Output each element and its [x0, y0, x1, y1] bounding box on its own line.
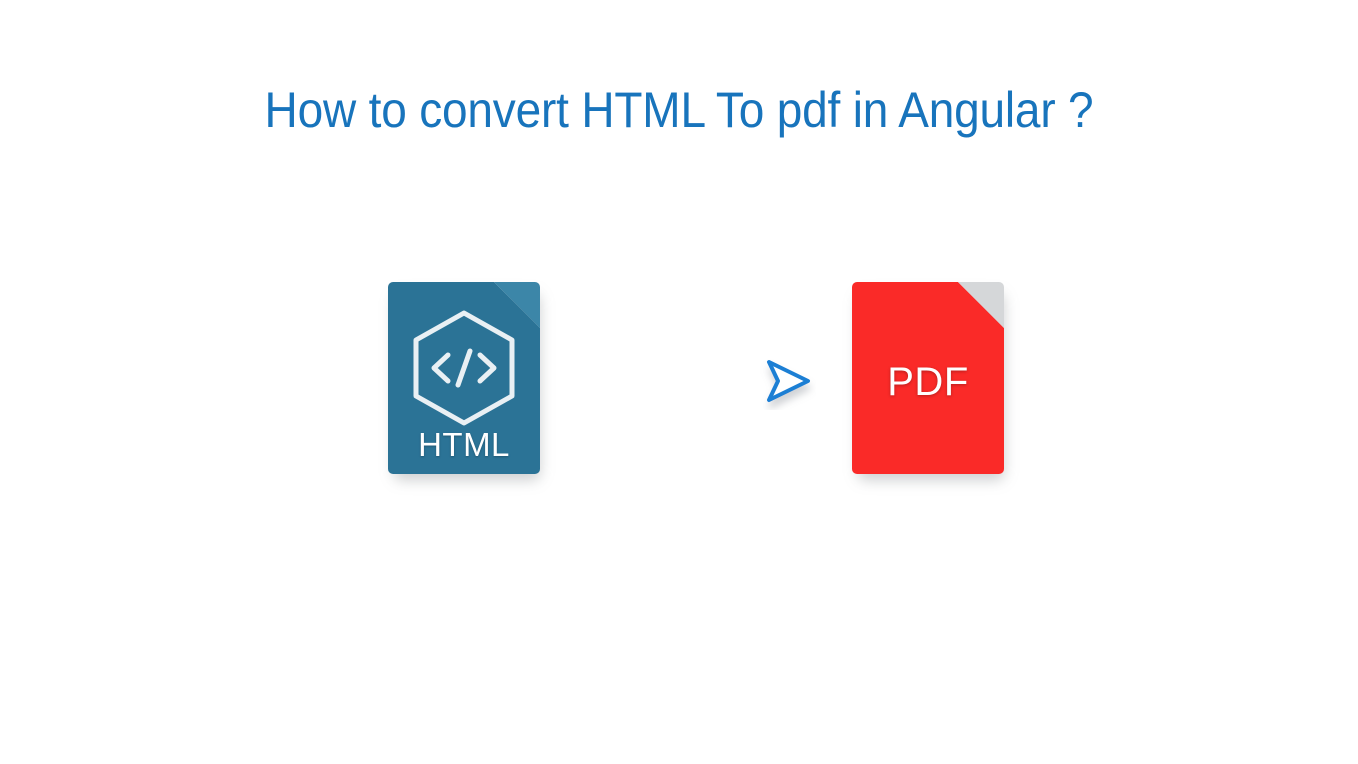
- pdf-icon-body: [852, 282, 1004, 474]
- html-file-icon: HTML: [388, 282, 540, 480]
- pdf-icon-label: PDF: [887, 360, 969, 404]
- conversion-diagram: HTML: [0, 260, 1358, 510]
- code-hexagon-icon: [410, 309, 518, 427]
- page-title: How to convert HTML To pdf in Angular ?: [264, 82, 1094, 138]
- html-icon-label: HTML: [418, 426, 510, 463]
- pdf-file-icon: PDF: [852, 282, 1004, 480]
- arrow-right-icon: [586, 350, 816, 410]
